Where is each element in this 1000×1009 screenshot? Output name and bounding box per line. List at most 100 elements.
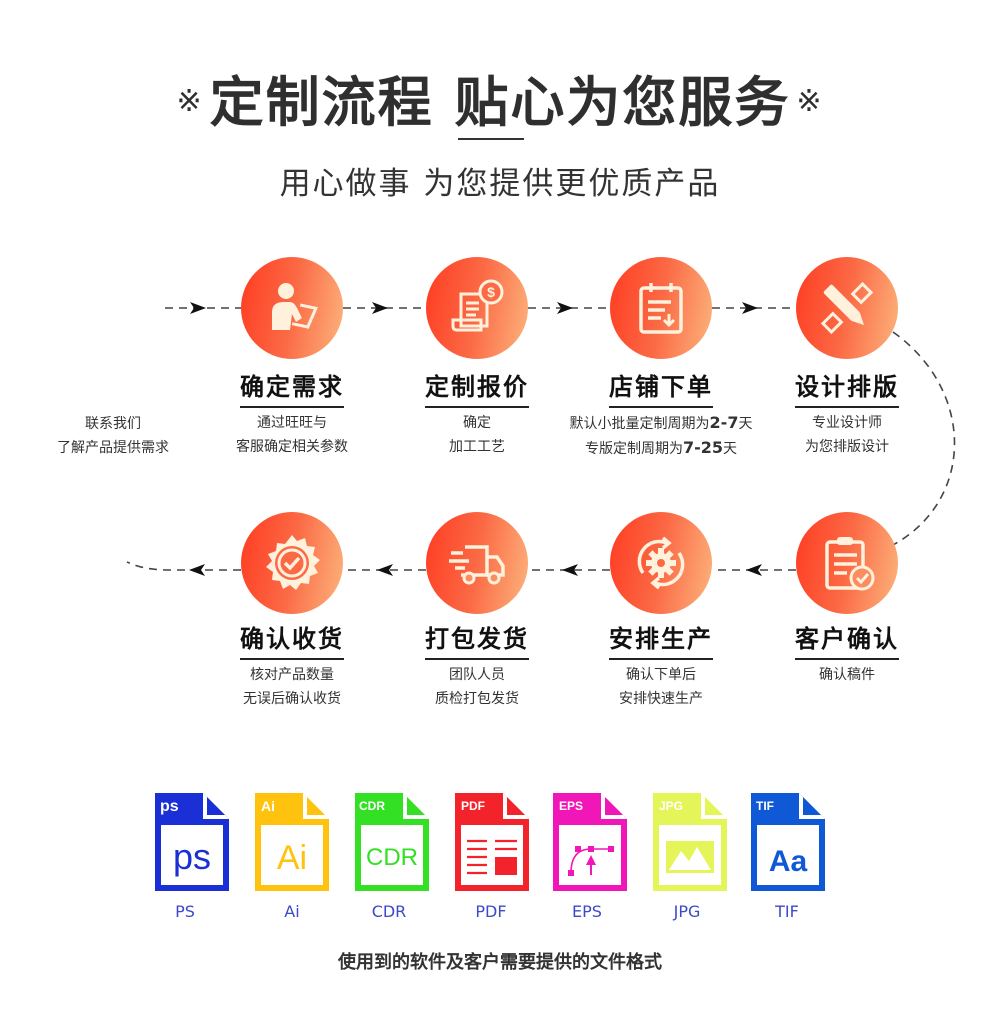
file-label-tif: TIF <box>775 902 799 921</box>
step-7-title: 打包发货 <box>425 625 529 653</box>
step-7: 打包发货 团队人员 质检打包发货 <box>377 624 577 711</box>
step-1-title: 确定需求 <box>240 373 344 401</box>
delivery-truck-icon <box>449 545 505 585</box>
desc-suffix: 天 <box>738 416 753 432</box>
svg-text:Ai: Ai <box>261 798 275 814</box>
file-icon-ps: ps ps <box>155 793 229 891</box>
file-label-jpg: JPG <box>673 902 701 921</box>
reference-mark-icon: ※ <box>176 84 204 119</box>
contact-line-1: 联系我们 <box>85 416 141 432</box>
desc-suffix: 天 <box>723 441 738 457</box>
step-6-circle <box>610 512 712 614</box>
step-8-circle <box>241 512 343 614</box>
contact-line-2: 了解产品提供需求 <box>57 440 169 456</box>
file-icon-jpg: JPG <box>653 793 727 891</box>
step-2-desc-2: 加工工艺 <box>449 439 505 455</box>
step-8-desc-2: 无误后确认收货 <box>243 691 341 707</box>
ai-file-icon: Ai Ai <box>255 793 329 891</box>
file-label-ps: PS <box>175 902 195 921</box>
step-4-circle <box>796 257 898 359</box>
step-1-desc-2: 客服确定相关参数 <box>236 439 348 455</box>
file-icon-cdr: CDR CDR <box>355 793 429 891</box>
step-3-title: 店铺下单 <box>609 373 713 401</box>
svg-text:$: $ <box>487 284 495 300</box>
step-7-circle <box>426 512 528 614</box>
step-1-circle <box>241 257 343 359</box>
order-list-icon <box>639 283 683 334</box>
svg-text:ps: ps <box>160 798 179 815</box>
step-8-title: 确认收货 <box>240 625 344 653</box>
invoice-dollar-icon: $ <box>451 279 504 332</box>
step-3: 店铺下单 默认小批量定制周期为2-7天 专版定制周期为7-25天 <box>561 372 761 461</box>
step-4-desc-1: 专业设计师 <box>812 415 882 431</box>
step-4-title: 设计排版 <box>795 373 899 401</box>
eps-file-icon: EPS <box>553 793 627 891</box>
page-subtitle: 用心做事 为您提供更优质产品 <box>279 166 721 202</box>
step-5-desc-1: 确认稿件 <box>819 667 875 683</box>
step-divider <box>609 406 713 408</box>
desc-days: 2-7 <box>709 413 739 432</box>
step-divider <box>425 406 529 408</box>
step-6-desc-1: 确认下单后 <box>626 667 696 683</box>
step-6-title: 安排生产 <box>609 625 713 653</box>
svg-text:CDR: CDR <box>366 844 418 871</box>
desc-text: 专版定制周期为 <box>584 441 683 457</box>
step-7-desc-1: 团队人员 <box>449 667 505 683</box>
badge-check-icon <box>266 535 320 590</box>
step-divider <box>795 658 899 660</box>
step-4: 设计排版 专业设计师 为您排版设计 <box>747 372 947 459</box>
step-2: 定制报价 确定 加工工艺 <box>377 372 577 459</box>
reference-mark-icon: ※ <box>796 84 824 119</box>
step-divider <box>795 406 899 408</box>
file-icon-tif: TIF Aa <box>751 793 825 891</box>
file-label-pdf: PDF <box>475 902 507 921</box>
svg-text:Ai: Ai <box>277 839 307 877</box>
desc-text: 默认小批量定制周期为 <box>569 416 710 432</box>
gear-refresh-icon <box>637 536 685 590</box>
svg-text:Aa: Aa <box>769 845 808 878</box>
file-icon-ai: Ai Ai <box>255 793 329 891</box>
svg-text:ps: ps <box>173 836 211 877</box>
step-6-desc-2: 安排快速生产 <box>619 691 703 707</box>
cdr-file-icon: CDR CDR <box>355 793 429 891</box>
file-icon-pdf: PDF <box>455 793 529 891</box>
svg-text:JPG: JPG <box>659 799 683 813</box>
clipboard-check-icon <box>825 537 875 591</box>
step-divider <box>425 658 529 660</box>
title-divider <box>458 138 524 140</box>
step-4-desc-2: 为您排版设计 <box>805 439 889 455</box>
file-label-ai: Ai <box>284 902 300 921</box>
step-7-desc-2: 质检打包发货 <box>435 691 519 707</box>
step-1: 确定需求 通过旺旺与 客服确定相关参数 <box>192 372 392 459</box>
file-icon-eps: EPS <box>553 793 627 891</box>
svg-text:PDF: PDF <box>461 799 485 813</box>
step-2-circle: $ <box>426 257 528 359</box>
step-divider <box>240 406 344 408</box>
step-5-title: 客户确认 <box>795 625 899 653</box>
svg-text:EPS: EPS <box>559 799 583 813</box>
page-title-text: 定制流程 贴心为您服务 <box>209 71 791 134</box>
file-formats-note: 使用到的软件及客户需要提供的文件格式 <box>338 952 662 973</box>
step-2-desc-1: 确定 <box>463 415 491 431</box>
pencil-ruler-icon <box>820 281 874 335</box>
step-5-circle <box>796 512 898 614</box>
step-3-circle <box>610 257 712 359</box>
pdf-file-icon: PDF <box>455 793 529 891</box>
step-8: 确认收货 核对产品数量 无误后确认收货 <box>192 624 392 711</box>
step-3-desc-2: 专版定制周期为7-25天 <box>561 436 761 461</box>
file-label-cdr: CDR <box>371 902 407 921</box>
ps-file-icon: ps ps <box>155 793 229 891</box>
tif-file-icon: TIF Aa <box>751 793 825 891</box>
step-2-title: 定制报价 <box>425 373 529 401</box>
step-5: 客户确认 确认稿件 <box>747 624 947 687</box>
svg-text:TIF: TIF <box>756 799 774 813</box>
file-label-eps: EPS <box>572 902 602 921</box>
jpg-file-icon: JPG <box>653 793 727 891</box>
step-8-desc-1: 核对产品数量 <box>250 667 334 683</box>
step-3-desc-1: 默认小批量定制周期为2-7天 <box>561 411 761 436</box>
contact-intro: 联系我们 了解产品提供需求 <box>28 412 198 460</box>
svg-text:CDR: CDR <box>359 799 385 813</box>
step-divider <box>240 658 344 660</box>
person-tablet-icon <box>272 283 318 330</box>
step-divider <box>609 658 713 660</box>
